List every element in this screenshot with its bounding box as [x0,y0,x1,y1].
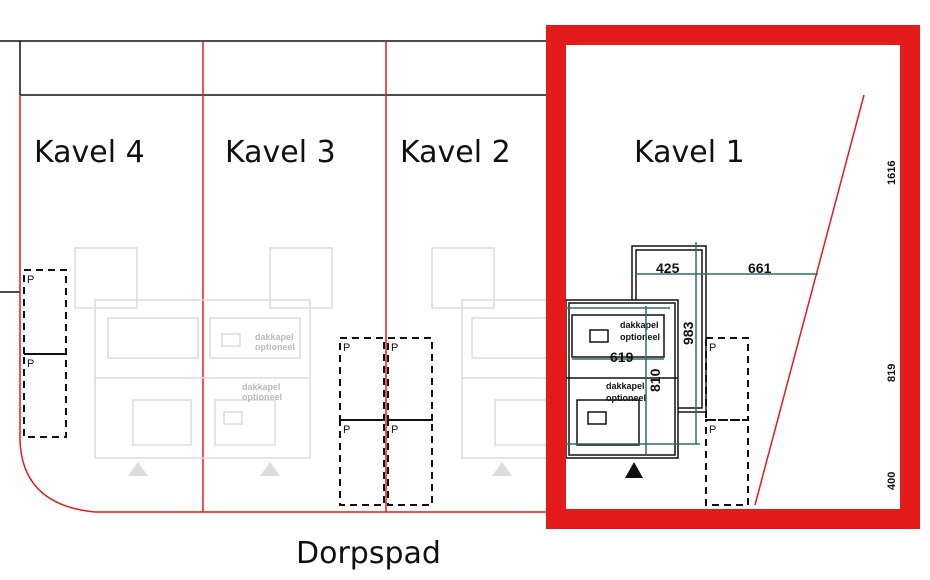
ghost-building-left: dakkapel optioneel dakkapel optioneel [74,247,333,476]
parking-label: P [27,358,34,370]
svg-text:dakkapel: dakkapel [242,382,281,392]
dim-400: 400 [886,472,898,490]
plot-label-kavel-1: Kavel 1 [634,135,745,170]
parking-labels: P P P P P P P P [27,274,716,436]
dim-1616: 1616 [886,161,898,185]
dim-619: 619 [610,349,634,365]
parking-label: P [343,342,350,354]
dim-983: 983 [680,321,696,345]
parking-spots [23,269,749,506]
parking-label: P [343,424,350,436]
dimension-lines [566,242,818,455]
dormer-label-line2: optioneel [620,332,660,342]
svg-text:optioneel: optioneel [242,392,282,402]
dim-819: 819 [886,364,898,382]
plot-label-kavel-2: Kavel 2 [400,135,511,170]
kavel-1-building [565,245,707,478]
plot-boundaries [19,41,865,513]
plot-label-kavel-3: Kavel 3 [225,135,336,170]
dim-425: 425 [656,260,680,276]
svg-text:optioneel: optioneel [255,342,295,352]
dim-661: 661 [748,260,772,276]
parking-label: P [391,342,398,354]
parking-label: P [709,342,716,354]
dimension-labels: 425 661 619 983 810 1616 819 400 [610,161,898,490]
kavel-1-highlight [546,25,920,529]
street-label: Dorpspad [296,536,441,571]
svg-text:dakkapel: dakkapel [255,332,294,342]
parking-label: P [391,424,398,436]
plot-label-kavel-4: Kavel 4 [34,135,145,170]
dormer-label-line1: dakkapel [606,381,645,391]
ghost-building-right [431,247,563,476]
dormer-label-line1: dakkapel [620,320,659,330]
dormer-labels: dakkapel optioneel dakkapel optioneel [606,320,660,403]
parking-label: P [27,274,34,286]
parking-label: P [709,424,716,436]
top-road-lines [0,40,560,293]
dormer-label-line2: optioneel [606,393,646,403]
entrance-marker [625,462,643,478]
dim-810: 810 [647,368,663,392]
